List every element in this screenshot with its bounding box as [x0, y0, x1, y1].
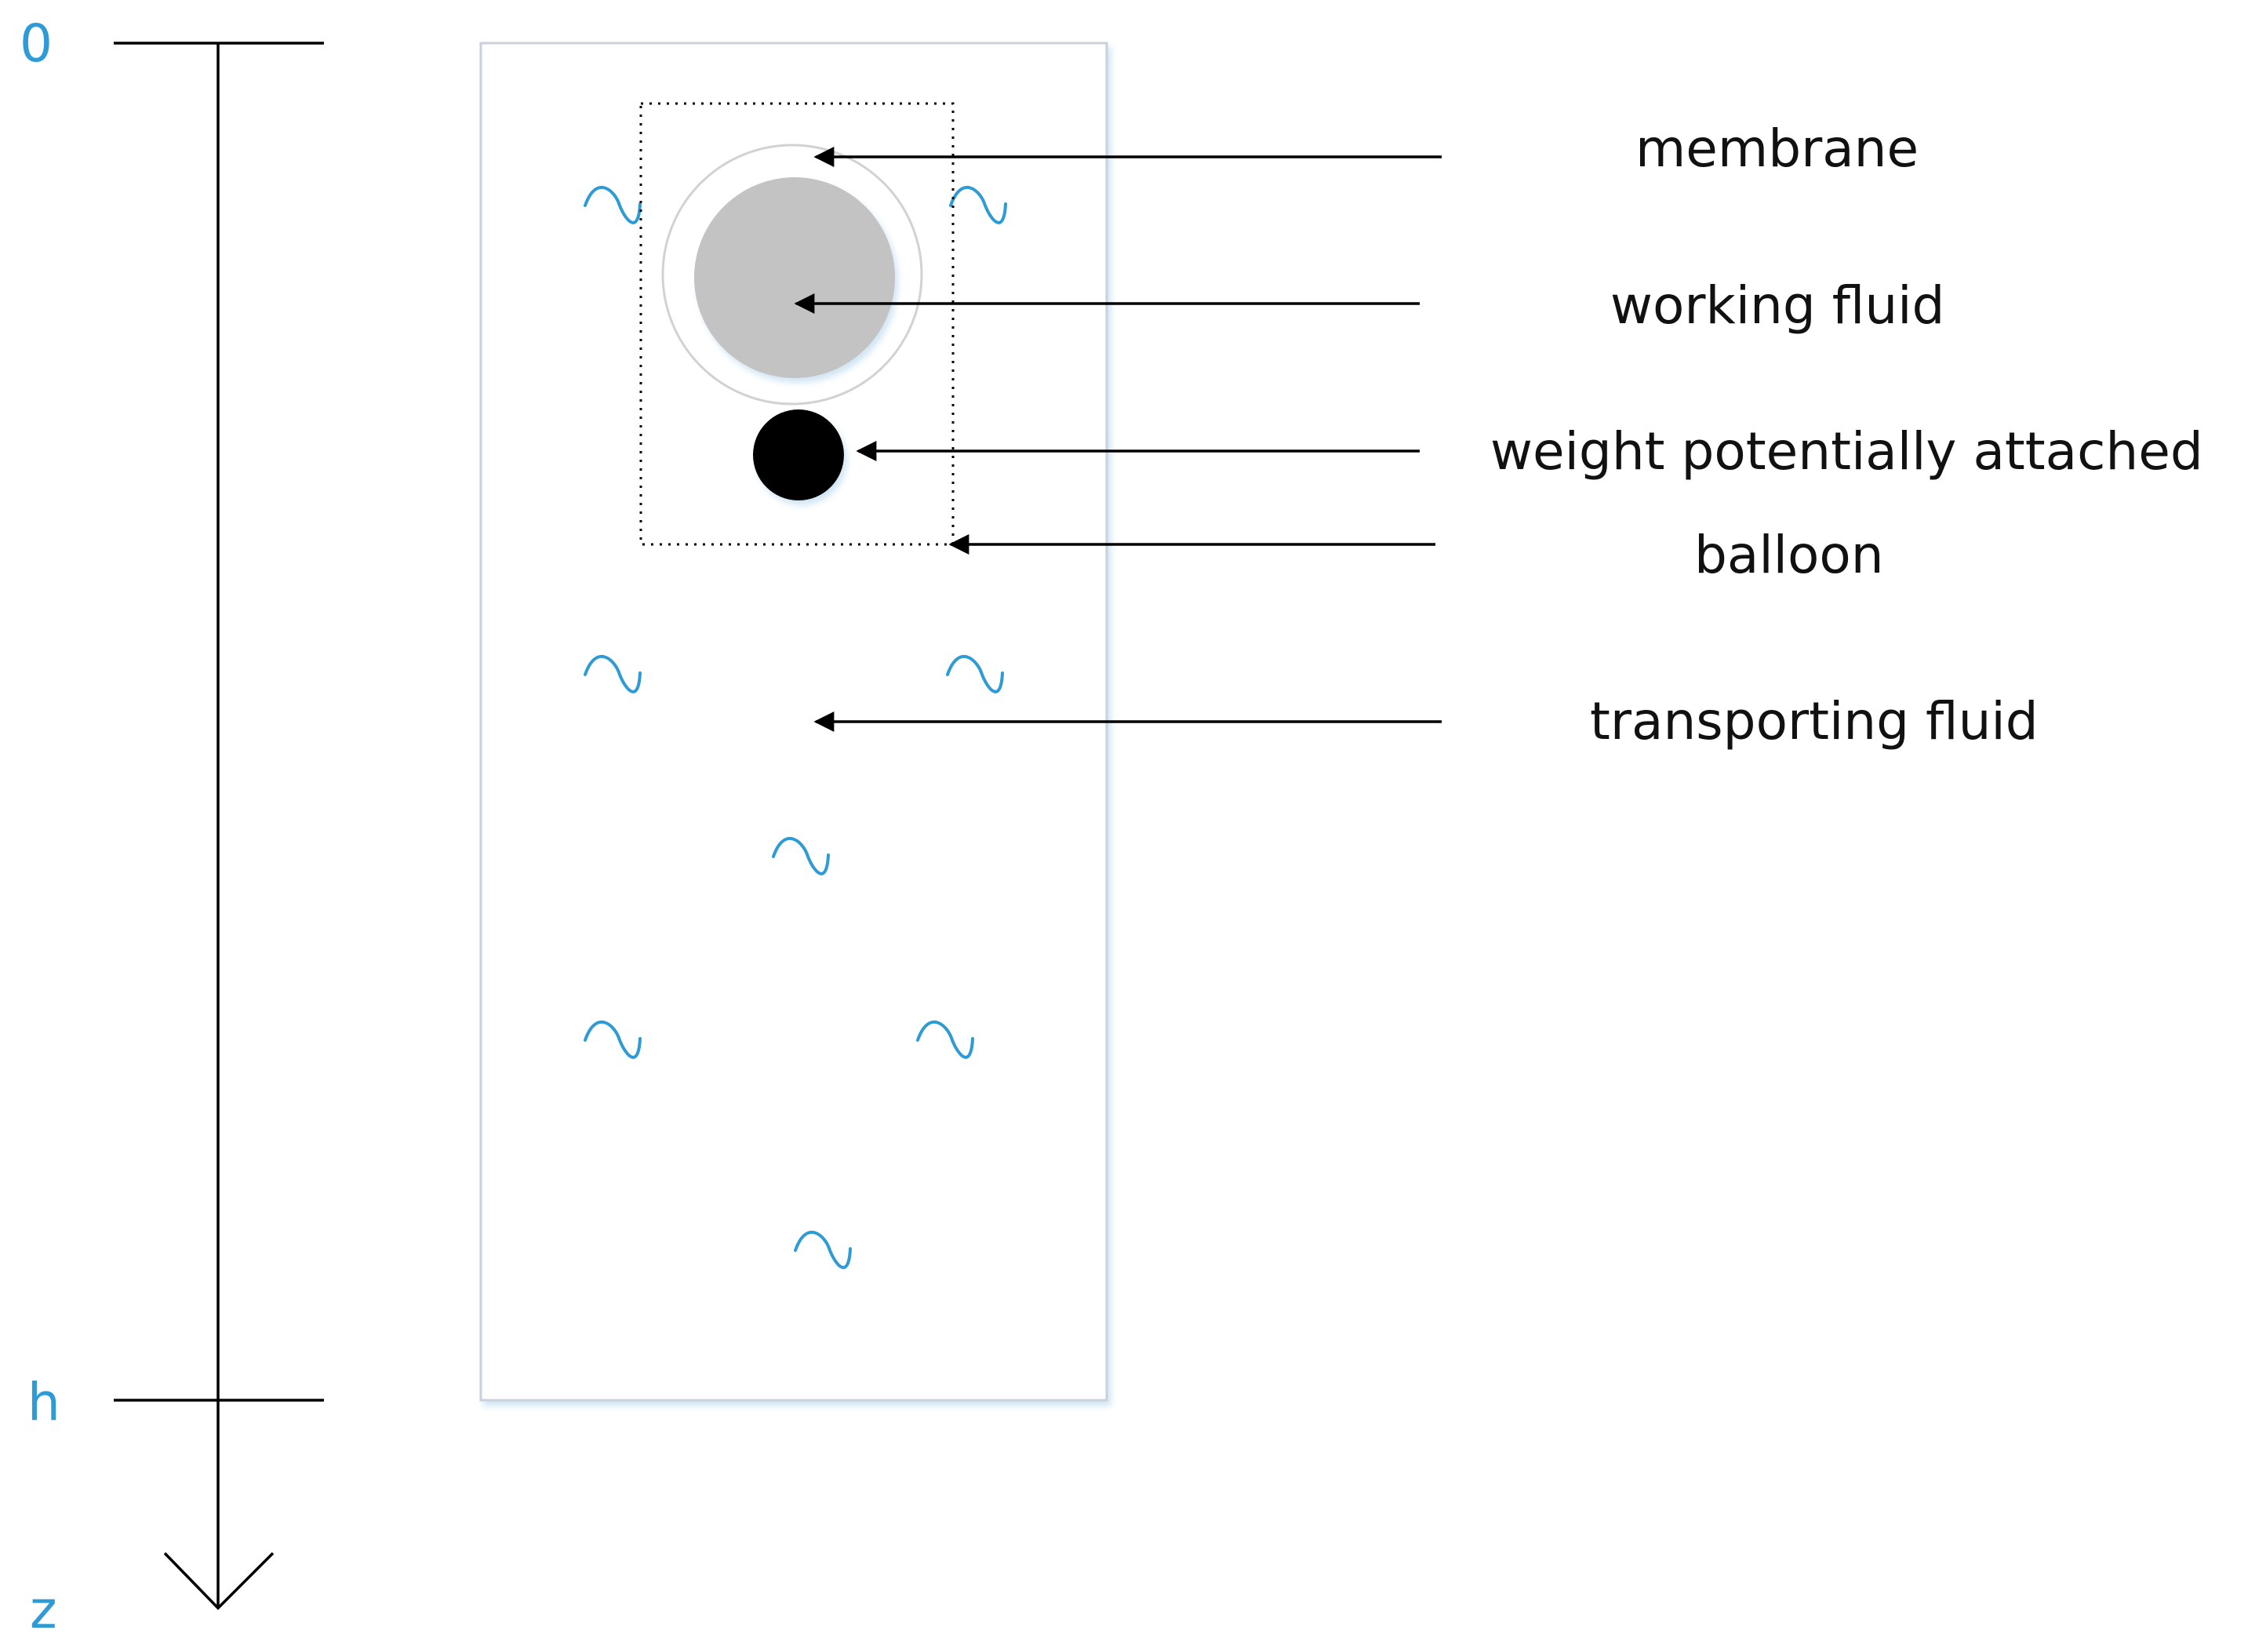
attached-weight	[753, 409, 844, 500]
callout-arrows	[794, 147, 1442, 732]
label-balloon: balloon	[1694, 525, 1884, 585]
wave-symbol	[584, 654, 642, 693]
wave-symbol	[946, 654, 1004, 693]
wave-symbol	[584, 185, 642, 224]
depth-axis: 0 h z	[20, 13, 324, 1640]
working-fluid	[694, 177, 895, 378]
axis-label-z: z	[30, 1580, 57, 1640]
callout-labels: membrane working fluid weight potentiall…	[1490, 118, 2203, 751]
wave-symbol	[794, 1230, 852, 1269]
label-transporting-fluid: transporting fluid	[1590, 691, 2039, 751]
wave-symbol	[949, 185, 1007, 224]
wave-symbol	[772, 836, 830, 875]
axis-label-zero: 0	[20, 13, 53, 74]
fluid-wave-symbols	[584, 185, 1007, 1269]
wave-symbol	[916, 1020, 974, 1059]
axis-arrowhead	[163, 1552, 275, 1610]
label-working-fluid: working fluid	[1610, 275, 1944, 336]
label-weight: weight potentially attached	[1490, 421, 2203, 482]
label-membrane: membrane	[1635, 118, 1919, 179]
balloon-boundary	[639, 102, 955, 546]
wave-symbol	[584, 1020, 642, 1059]
axis-label-h: h	[27, 1372, 60, 1432]
balloon	[639, 102, 955, 546]
